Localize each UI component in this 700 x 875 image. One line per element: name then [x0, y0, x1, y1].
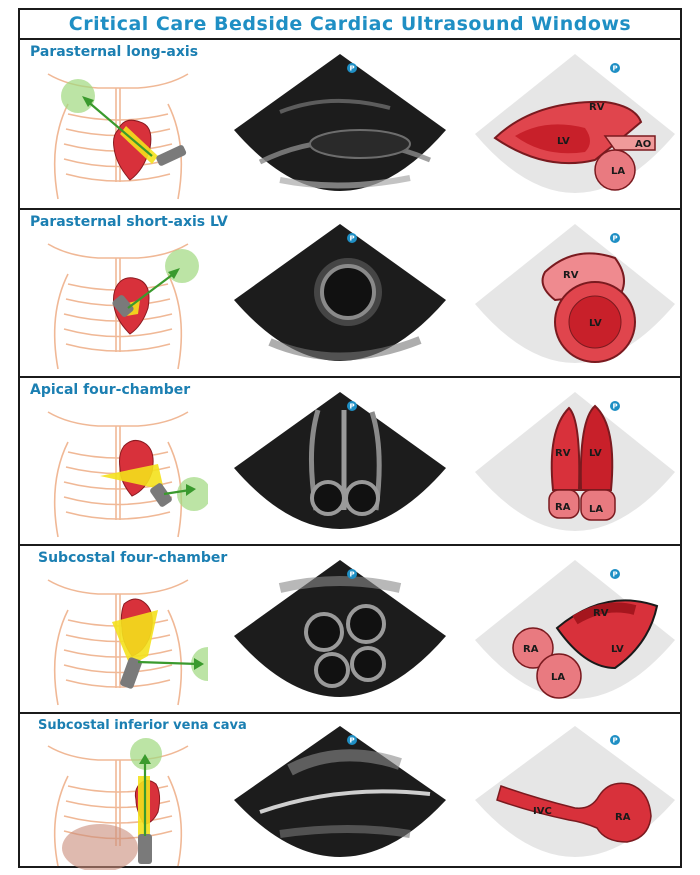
- orientation-badge: [610, 63, 620, 73]
- acoustic-window-marker: [61, 79, 95, 113]
- probe-shape: [150, 483, 172, 507]
- echo-image: P: [234, 54, 446, 191]
- svg-text:P: P: [350, 235, 355, 243]
- acoustic-window-marker: [165, 249, 199, 283]
- svg-text:RV: RV: [555, 448, 571, 459]
- view-row-apical-four-chamber: Apical four-chamber P: [20, 376, 680, 544]
- orientation-badge: [347, 63, 357, 73]
- torso-probe-illustration: [47, 243, 199, 370]
- orientation-badge: [347, 735, 357, 745]
- acoustic-window-marker: [130, 738, 162, 770]
- svg-text:RV: RV: [593, 608, 609, 619]
- view-label: Parasternal long-axis: [30, 44, 199, 60]
- direction-arrow: [137, 660, 199, 666]
- direction-arrow: [127, 271, 177, 309]
- svg-text:P: P: [613, 571, 618, 579]
- torso-probe-illustration: [47, 579, 208, 706]
- svg-text:RV: RV: [563, 270, 579, 281]
- svg-text:AO: AO: [635, 139, 651, 150]
- view-label: Subcostal four-chamber: [38, 550, 228, 566]
- orientation-badge: [347, 233, 357, 243]
- probe-shape: [156, 145, 187, 166]
- poster-title: Critical Care Bedside Cardiac Ultrasound…: [20, 10, 680, 40]
- echo-image: P: [234, 726, 446, 857]
- poster-frame: Critical Care Bedside Cardiac Ultrasound…: [18, 8, 682, 870]
- torso-probe-illustration: [47, 73, 189, 200]
- probe-shape: [112, 295, 134, 317]
- direction-arrow: [85, 99, 153, 157]
- svg-text:P: P: [613, 65, 618, 73]
- svg-text:LV: LV: [611, 644, 624, 655]
- svg-text:LA: LA: [589, 504, 603, 515]
- orientation-badge: [610, 569, 620, 579]
- view-row-subcostal-four-chamber: Subcostal four-chamber P: [20, 544, 680, 712]
- torso-probe-illustration: [47, 411, 208, 538]
- svg-text:RA: RA: [555, 502, 571, 513]
- anatomy-schematic: P RV LV AO LA: [475, 54, 675, 193]
- view-row-parasternal-short-axis: Parasternal short-axis LV P: [20, 208, 680, 376]
- echo-image: P: [234, 560, 446, 697]
- probe-shape: [138, 834, 152, 864]
- view-label: Parasternal short-axis LV: [30, 214, 228, 230]
- probe-shape: [120, 657, 142, 689]
- svg-text:LV: LV: [589, 318, 602, 329]
- echo-image: P: [234, 224, 446, 361]
- view-row-subcostal-ivc: Subcostal inferior vena cava P: [20, 712, 680, 870]
- torso-probe-illustration: [47, 738, 189, 870]
- svg-text:RA: RA: [615, 812, 631, 823]
- svg-text:IVC: IVC: [533, 806, 552, 817]
- direction-arrow: [163, 488, 191, 496]
- svg-text:P: P: [350, 737, 355, 745]
- ultrasound-beam: [100, 464, 164, 490]
- svg-text:P: P: [350, 571, 355, 579]
- orientation-badge: [610, 401, 620, 411]
- anatomy-schematic: P IVC RA: [475, 726, 675, 857]
- acoustic-window-marker: [177, 477, 208, 511]
- echo-image: P: [234, 392, 446, 529]
- view-label: Apical four-chamber: [30, 382, 191, 398]
- ultrasound-beam: [112, 610, 158, 666]
- orientation-badge: [610, 233, 620, 243]
- svg-text:P: P: [350, 403, 355, 411]
- svg-text:LA: LA: [551, 672, 565, 683]
- svg-text:RA: RA: [523, 644, 539, 655]
- view-label: Subcostal inferior vena cava: [38, 718, 247, 733]
- svg-text:LV: LV: [589, 448, 602, 459]
- anatomy-schematic: P RV RA LV LA: [475, 560, 675, 699]
- anatomy-schematic: P RV LV RA LA: [475, 392, 675, 531]
- anatomy-schematic: P RV LV: [475, 224, 675, 363]
- svg-text:P: P: [350, 65, 355, 73]
- orientation-badge: [347, 401, 357, 411]
- svg-text:P: P: [613, 403, 618, 411]
- orientation-badge: [610, 735, 620, 745]
- orientation-badge: [347, 569, 357, 579]
- svg-text:P: P: [613, 737, 618, 745]
- svg-text:LV: LV: [557, 136, 570, 147]
- svg-text:P: P: [613, 235, 618, 243]
- view-row-parasternal-long-axis: Parasternal long-axis P: [20, 40, 680, 208]
- svg-text:RV: RV: [589, 102, 605, 113]
- svg-text:LA: LA: [611, 166, 625, 177]
